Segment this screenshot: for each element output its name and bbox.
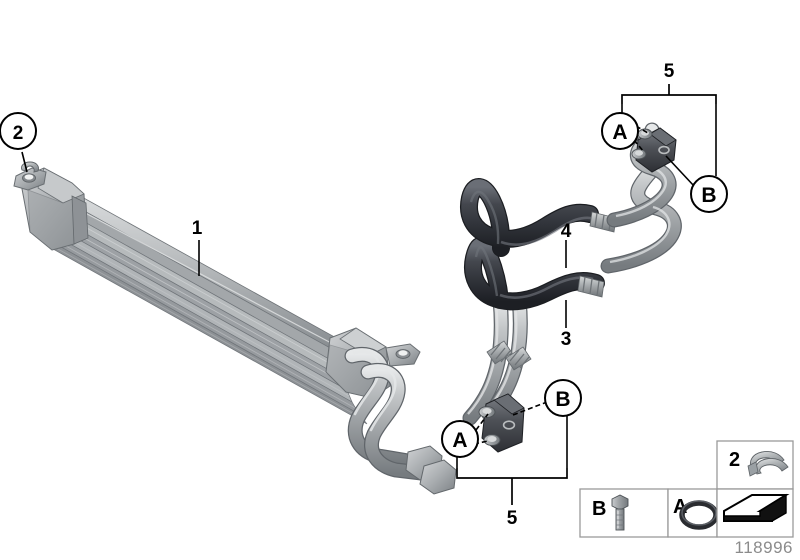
callout-1-label: 1 bbox=[192, 218, 203, 239]
callout-3-label: 3 bbox=[561, 329, 572, 350]
callout-5-bottom-label: 5 bbox=[507, 508, 518, 529]
legend-cell-clip: 2 bbox=[716, 440, 794, 490]
bracket-callout-5-top bbox=[621, 84, 717, 176]
upper-rubber-hose bbox=[460, 178, 599, 257]
bolt-upper bbox=[631, 128, 653, 160]
callout-b-bottom-label: B bbox=[555, 388, 570, 411]
callout-2-label: 2 bbox=[13, 123, 24, 144]
legend-cell-oring: A bbox=[667, 488, 719, 538]
lower-connection-assembly bbox=[478, 393, 525, 453]
callout-circle-a-bottom bbox=[441, 420, 479, 458]
callout-circle-2 bbox=[0, 112, 37, 150]
upper-connection-assembly bbox=[631, 127, 677, 173]
cooler-fin-stack bbox=[30, 175, 368, 425]
callout-circle-b-top bbox=[690, 175, 728, 213]
legend-clip-label: 2 bbox=[729, 449, 740, 471]
letter-callout-a-bottom: A bbox=[441, 413, 489, 458]
leader-callout-2: 2 bbox=[0, 112, 37, 173]
callout-a-bottom-label: A bbox=[452, 429, 467, 452]
o-ring-seal-upper bbox=[658, 145, 670, 155]
crimp-collar-upper-left bbox=[505, 346, 532, 371]
letter-callout-b-bottom: B bbox=[512, 379, 582, 417]
legend-bolt-label: B bbox=[592, 498, 606, 520]
crimp-collar-lower-right bbox=[577, 275, 605, 298]
bracket-callout-5-bottom bbox=[456, 416, 568, 505]
legend-cell-bolt: B bbox=[579, 488, 669, 538]
bolt-lower bbox=[478, 406, 501, 446]
callout-4-label: 4 bbox=[561, 221, 572, 242]
lower-loop-end-bosses bbox=[405, 445, 457, 495]
oil-cooler-body bbox=[13, 161, 421, 425]
callout-a-top-label: A bbox=[612, 121, 627, 144]
retaining-clip-icon bbox=[747, 451, 789, 477]
legend-panel: 2 B bbox=[579, 440, 794, 557]
hex-bolt-icon bbox=[611, 494, 629, 531]
o-ring-icon bbox=[679, 500, 719, 530]
letter-callout-b-top: B bbox=[665, 155, 728, 213]
crimp-collar-lower-left bbox=[486, 340, 513, 365]
legend-cell-arrow bbox=[716, 488, 794, 538]
letter-callout-a-top: A bbox=[601, 112, 649, 153]
callout-circle-b-bottom bbox=[544, 379, 582, 417]
diagram-id-label: 118996 bbox=[735, 538, 793, 557]
lower-rubber-hose bbox=[464, 237, 605, 311]
callout-circle-a-top bbox=[601, 112, 639, 150]
cooler-outlet-pipes bbox=[344, 347, 438, 482]
o-ring-seal-lower bbox=[502, 420, 516, 430]
cooler-left-endcap bbox=[13, 167, 89, 251]
callout-b-top-label: B bbox=[701, 184, 716, 207]
callout-5-top-label: 5 bbox=[664, 61, 675, 82]
block-arrow-icon bbox=[723, 493, 790, 522]
lower-pipe-loop bbox=[344, 347, 457, 495]
